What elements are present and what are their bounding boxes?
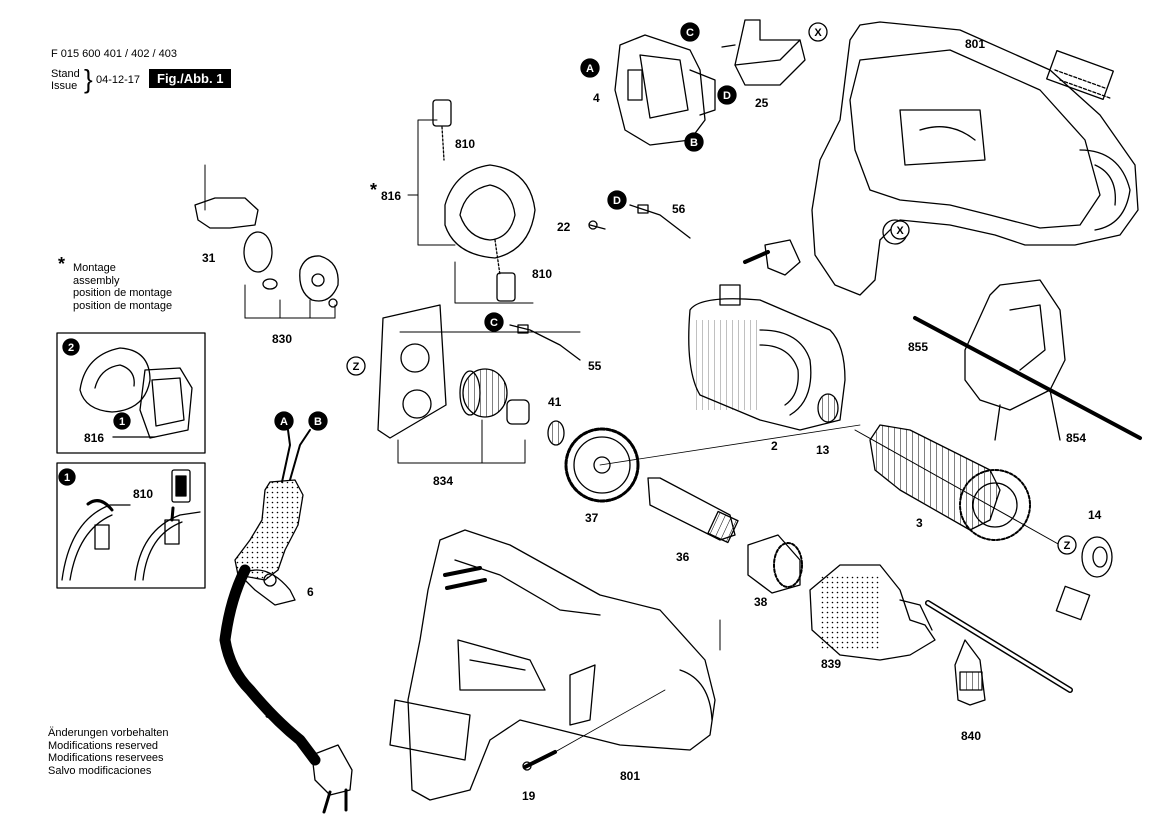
drill-housing-bottom: [389, 529, 716, 801]
note-de: Änderungen vorbehalten: [48, 727, 169, 739]
label-816-star: *: [370, 180, 377, 200]
part-numbers: F 015 600 401 / 402 / 403: [51, 48, 177, 60]
screw-801: [743, 239, 801, 276]
label-3: 3: [916, 516, 923, 530]
legend-line-2: assembly: [73, 274, 120, 287]
callout-b-top: B: [690, 137, 698, 149]
figure-badge: Fig./Abb. 1: [149, 69, 232, 88]
legend-star: *: [58, 254, 66, 274]
label-13: 13: [816, 443, 830, 457]
inset-box-816: [56, 332, 206, 454]
stand-label: Stand: [51, 68, 80, 80]
housing-half-top-right: [811, 21, 1139, 296]
label-840: 840: [961, 729, 981, 743]
chuck-key-840: [925, 600, 1073, 706]
inset-816-drawing: [79, 347, 193, 439]
label-5: 5: [265, 707, 272, 721]
label-4: 4: [593, 91, 600, 105]
label-31: 31: [202, 251, 216, 265]
callout-x-top: X: [814, 27, 822, 39]
issue-date: 04-12-17: [96, 74, 141, 86]
callout-step-2: 2: [68, 342, 74, 354]
label-830: 830: [272, 332, 292, 346]
cover-part-31: [194, 197, 259, 229]
label-816-inset: 816: [84, 431, 104, 445]
switch-part-4: [614, 34, 716, 146]
label-55: 55: [588, 359, 602, 373]
aux-handle-854-855: [913, 279, 1142, 441]
chuck-839: [809, 564, 936, 661]
callout-a-cord: A: [280, 416, 288, 428]
inset-box-810: [56, 462, 206, 589]
armature-part-3: [854, 424, 1113, 621]
label-56: 56: [672, 202, 686, 216]
label-810-top: 810: [455, 137, 475, 151]
issue-label: Issue: [51, 80, 78, 92]
callout-c-top: C: [686, 27, 694, 39]
note-es: Salvo modificaciones: [48, 764, 152, 777]
spindle-36: [647, 477, 739, 544]
callouts: A C D B X X D C Z Z A B 2 1: [58, 22, 1077, 555]
label-25: 25: [755, 96, 769, 110]
label-801-bottom: 801: [620, 769, 640, 783]
callout-b-cord: B: [314, 416, 322, 428]
note-en: Modifications reserved: [48, 739, 159, 752]
bearing-group: [459, 368, 530, 425]
label-38: 38: [754, 595, 768, 609]
brush-holder-816: [432, 99, 536, 302]
note-fr: Modifications reservees: [48, 752, 164, 764]
part-labels: 4 25 801 810 816 * 810 22 56 55 31 830 8…: [84, 37, 1102, 803]
callout-c-mid: C: [490, 317, 498, 329]
collar-38: [747, 534, 803, 594]
label-14: 14: [1088, 508, 1102, 522]
gear-37: [547, 420, 861, 503]
inset-810-drawing: [61, 469, 201, 581]
baffle-plate-834: [377, 304, 447, 439]
callout-step-1-inset2: 1: [64, 472, 70, 484]
label-41: 41: [548, 395, 562, 409]
label-834: 834: [433, 474, 453, 488]
legend-line-4: position de montage: [73, 299, 173, 312]
label-36: 36: [676, 550, 690, 564]
stator-part-2: [688, 284, 846, 431]
brace-glyph: }: [84, 64, 93, 94]
label-810-inset: 810: [133, 487, 153, 501]
label-855: 855: [908, 340, 928, 354]
callout-a-top: A: [586, 63, 594, 75]
legend-line-1: Montage: [73, 262, 116, 274]
label-37: 37: [585, 511, 599, 525]
label-801-top: 801: [965, 37, 985, 51]
notes: Änderungen vorbehalten Modifications res…: [48, 727, 168, 777]
callout-step-1-inset1: 1: [119, 416, 125, 428]
leader-lines: [204, 119, 721, 651]
label-854: 854: [1066, 431, 1086, 445]
callout-x-mid: X: [896, 225, 904, 237]
label-19: 19: [522, 789, 536, 803]
legend-line-3: position de montage: [73, 287, 173, 299]
label-6: 6: [307, 585, 314, 599]
reversing-switch-830: [243, 231, 339, 308]
screw-19: [522, 689, 666, 771]
label-22: 22: [557, 220, 571, 234]
callout-z-left: Z: [353, 361, 360, 373]
label-816: 816: [381, 189, 401, 203]
label-839: 839: [821, 657, 841, 671]
connectors: [509, 204, 691, 361]
legend-text: Montage assembly position de montage pos…: [73, 262, 172, 312]
label-810-mid: 810: [532, 267, 552, 281]
label-2: 2: [771, 439, 778, 453]
callout-z-right: Z: [1064, 540, 1071, 552]
clip-part-25: [721, 19, 806, 86]
power-cord-5: [219, 429, 353, 814]
callout-d-top: D: [723, 90, 731, 102]
callout-d-mid: D: [613, 195, 621, 207]
